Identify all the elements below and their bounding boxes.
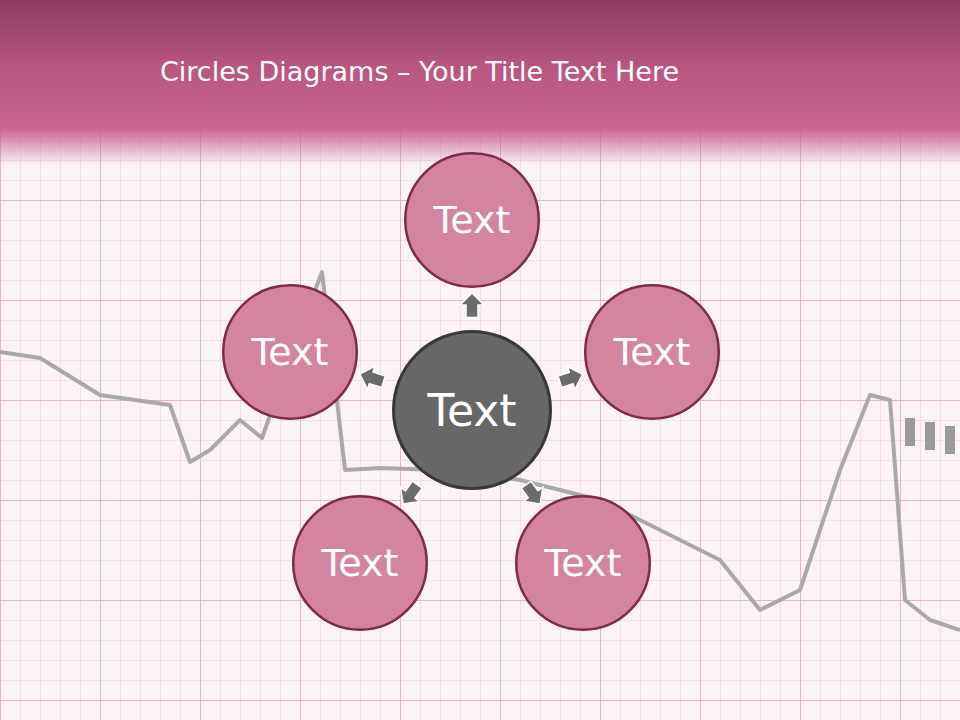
slide-title: Circles Diagrams – Your Title Text Here (160, 56, 679, 87)
node-text: Text (252, 330, 329, 374)
node-text: Text (322, 541, 399, 585)
block-arrow (521, 481, 543, 504)
node-text: Text (434, 198, 511, 242)
center-circle: Text (392, 330, 552, 490)
block-arrow (558, 367, 583, 390)
ecg-dashes (905, 418, 955, 454)
outer-circle: Text (404, 152, 540, 288)
ecg-trace (0, 272, 960, 630)
node-text: Text (614, 330, 691, 374)
block-arrow (460, 293, 484, 317)
node-text: Text (545, 541, 622, 585)
outer-circle: Text (515, 495, 651, 631)
outer-circle: Text (292, 495, 428, 631)
node-text: Text (428, 385, 517, 436)
outer-circle: Text (222, 284, 358, 420)
block-arrow (401, 481, 423, 504)
outer-circle: Text (584, 284, 720, 420)
block-arrow (360, 366, 386, 389)
